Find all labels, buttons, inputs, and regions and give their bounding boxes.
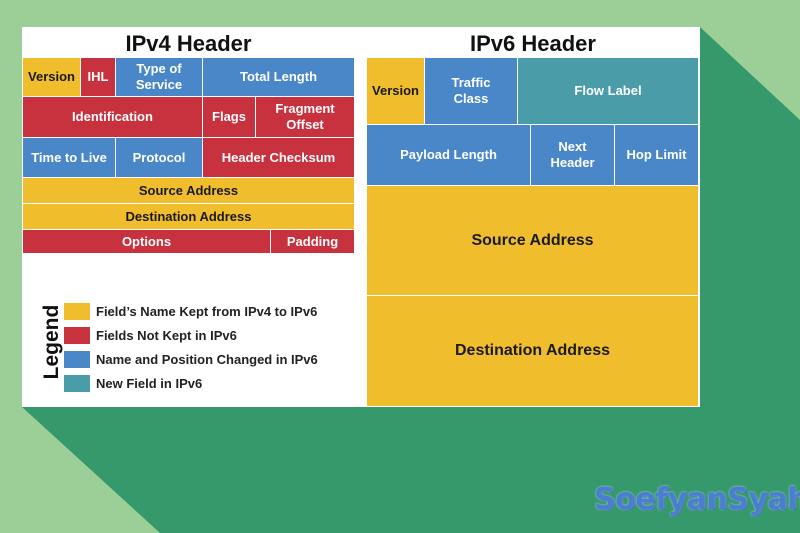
diagram-panel: IPv4 Header Version IHL Type of Service … xyxy=(22,27,700,407)
ipv6-traffic-class-field: Traffic Class xyxy=(425,58,518,125)
ipv4-header-checksum-field: Header Checksum xyxy=(203,138,355,178)
legend-item-label: Name and Position Changed in IPv6 xyxy=(96,352,318,367)
ipv6-next-header-field: Next Header xyxy=(531,125,615,186)
ipv6-source-address-field: Source Address xyxy=(367,186,699,296)
ipv4-type-of-service-field: Type of Service xyxy=(116,58,203,97)
legend-item-label: Field’s Name Kept from IPv4 to IPv6 xyxy=(96,304,318,319)
ipv4-protocol-field: Protocol xyxy=(116,138,203,178)
ipv6-hop-limit-field: Hop Limit xyxy=(615,125,699,186)
ipv4-destination-address-field: Destination Address xyxy=(23,204,355,230)
legend-title: Legend xyxy=(40,304,63,380)
legend-swatch xyxy=(64,351,90,368)
ipv4-ihl-field: IHL xyxy=(81,58,116,97)
legend-swatch xyxy=(64,303,90,320)
legend-item-label: New Field in IPv6 xyxy=(96,376,203,391)
ipv4-version-field: Version xyxy=(23,58,81,97)
ipv4-flags-field: Flags xyxy=(203,97,256,138)
watermark-text: SoefyanSyah xyxy=(594,482,800,517)
legend-item-label: Fields Not Kept in IPv6 xyxy=(96,328,237,343)
ipv6-version-field: Version xyxy=(367,58,425,125)
legend-swatch xyxy=(64,375,90,392)
ipv6-payload-length-field: Payload Length xyxy=(367,125,531,186)
ipv4-padding-field: Padding xyxy=(271,230,355,254)
ipv4-identification-field: Identification xyxy=(23,97,203,138)
ipv6-destination-address-field: Destination Address xyxy=(367,296,699,407)
ipv4-source-address-field: Source Address xyxy=(23,178,355,204)
ipv6-title: IPv6 Header xyxy=(470,31,596,56)
ipv4-options-field: Options xyxy=(23,230,271,254)
ipv4-title: IPv4 Header xyxy=(125,31,252,56)
ipv6-flow-label-field: Flow Label xyxy=(518,58,699,125)
ipv4-total-length-field: Total Length xyxy=(203,58,355,97)
legend-swatch xyxy=(64,327,90,344)
ipv4-fragment-offset-field: Fragment Offset xyxy=(256,97,355,138)
ipv4-time-to-live-field: Time to Live xyxy=(23,138,116,178)
